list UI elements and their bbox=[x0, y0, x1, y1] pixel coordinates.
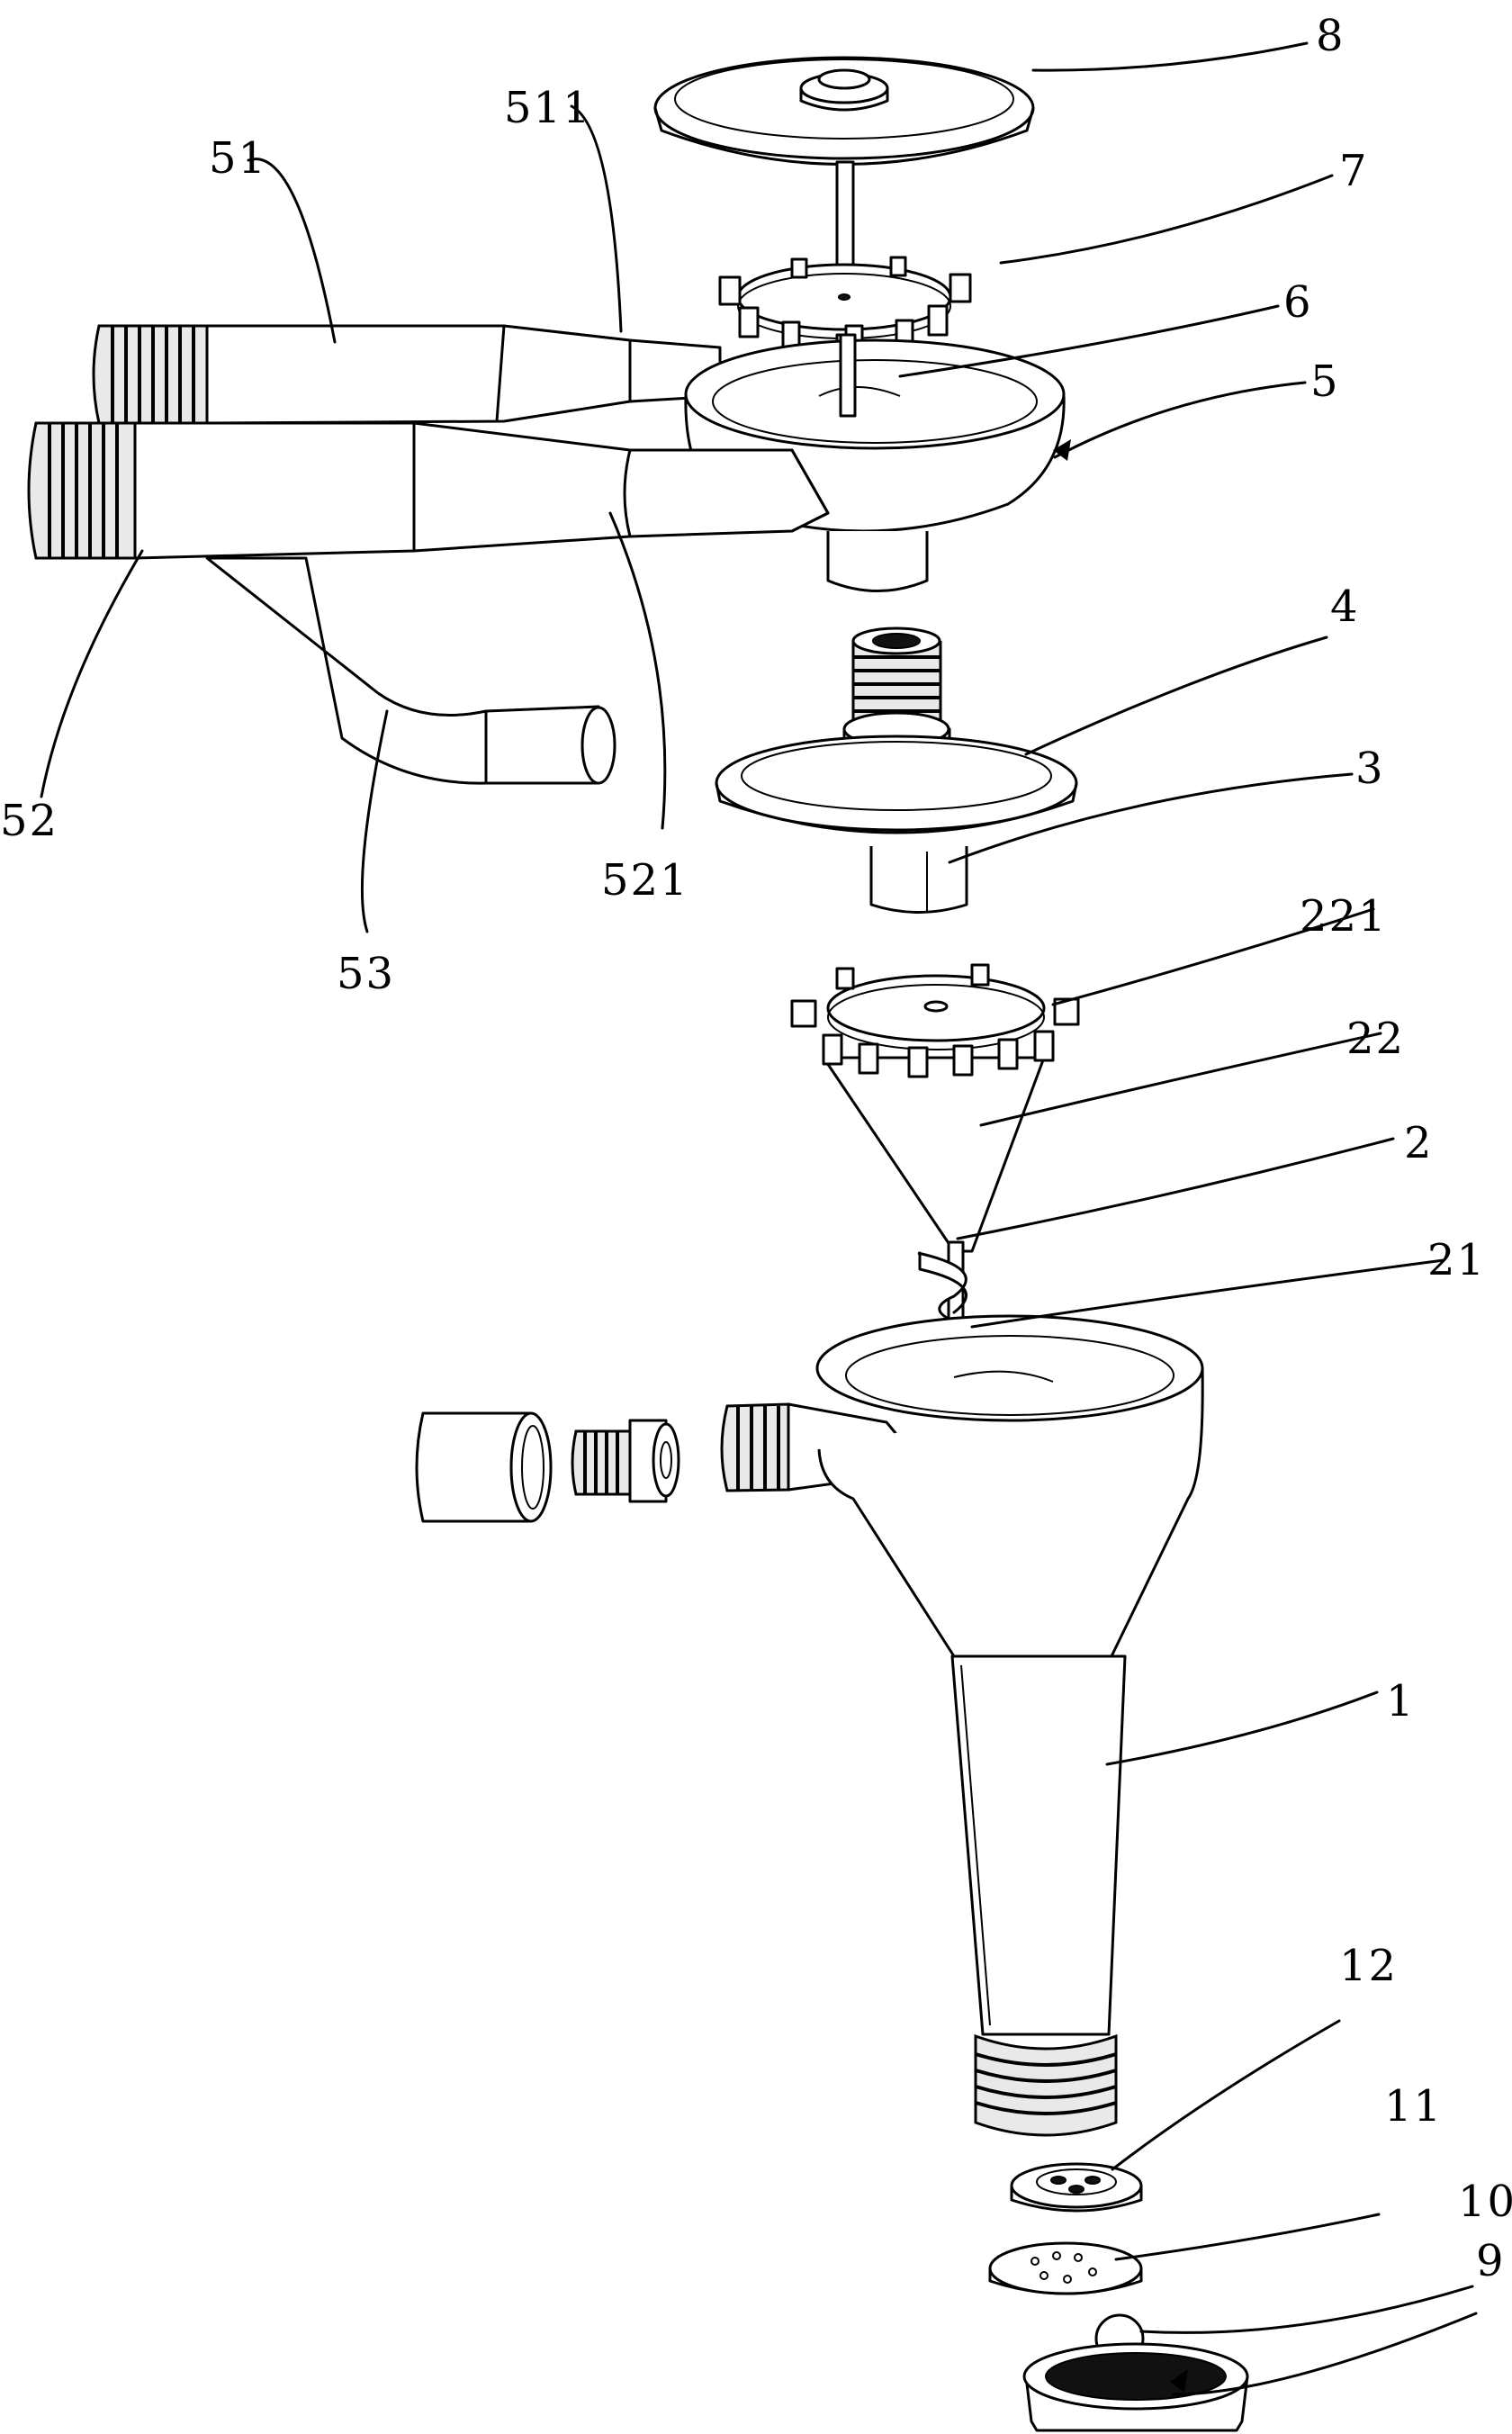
label-4: 4 bbox=[1330, 581, 1360, 632]
label-21: 21 bbox=[1427, 1235, 1486, 1285]
label-5: 5 bbox=[1310, 356, 1340, 407]
label-12: 12 bbox=[1339, 1941, 1398, 1991]
part-8-cap bbox=[653, 56, 1035, 290]
part-9-bottom-cap bbox=[1022, 2342, 1249, 2432]
reference-labels: 8 7 511 51 6 5 4 3 52 521 53 221 22 2 21… bbox=[0, 11, 1512, 2286]
part-53-bent-pipe bbox=[205, 556, 616, 785]
part-22-cone-impeller bbox=[790, 963, 1080, 1253]
label-2: 2 bbox=[1404, 1118, 1434, 1168]
label-53: 53 bbox=[337, 949, 395, 999]
label-52: 52 bbox=[0, 796, 58, 846]
leader-lines bbox=[40, 41, 1478, 2396]
part-51-back-pipe bbox=[92, 324, 722, 425]
side-fittings bbox=[415, 1411, 680, 1523]
label-221: 221 bbox=[1300, 891, 1388, 942]
part-12-valve-disc bbox=[1010, 2162, 1143, 2213]
label-7: 7 bbox=[1339, 146, 1369, 196]
label-1: 1 bbox=[1386, 1676, 1416, 1726]
label-9: 9 bbox=[1476, 2236, 1506, 2286]
part-11-perforated-plate bbox=[988, 2241, 1143, 2295]
label-10: 10 bbox=[1458, 2177, 1512, 2227]
part-1-lower-housing bbox=[720, 1314, 1204, 2137]
label-8: 8 bbox=[1316, 11, 1346, 61]
label-6: 6 bbox=[1283, 277, 1313, 328]
label-22: 22 bbox=[1346, 1014, 1405, 1064]
label-521: 521 bbox=[601, 855, 689, 906]
label-511: 511 bbox=[504, 83, 592, 133]
label-11: 11 bbox=[1384, 2081, 1443, 2132]
label-51: 51 bbox=[209, 133, 267, 184]
part-4-disc bbox=[715, 627, 1078, 914]
part-52-front-pipe bbox=[27, 421, 830, 560]
label-3: 3 bbox=[1355, 744, 1385, 794]
